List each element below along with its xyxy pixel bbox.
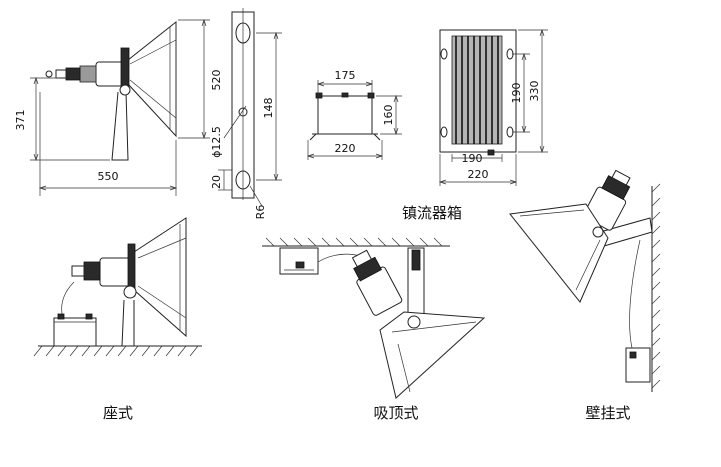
dim-box-base-width: 220 <box>335 142 356 155</box>
dim-box-top-width: 175 <box>335 69 356 82</box>
ballast-frame-front: 175 160 220 <box>306 69 402 160</box>
dim-ballast-inner-height: 190 <box>510 83 523 104</box>
ballast-box-top-view: 330 190 190 220 <box>438 28 548 186</box>
lamp-side-view: 520 371 550 <box>14 18 223 196</box>
dim-ballast-inner-width: 190 <box>462 152 483 165</box>
label-ballast-box: 镇流器箱 <box>402 204 462 222</box>
label-floor-mount: 座式 <box>103 404 133 422</box>
dim-lamp-height: 520 <box>210 70 223 91</box>
dim-ballast-width: 220 <box>468 168 489 181</box>
label-ceiling-mount: 吸顶式 <box>373 404 418 422</box>
dim-lamp-width: 550 <box>98 170 119 183</box>
dim-bracket-end: 20 <box>210 175 223 189</box>
ceiling-mount-view <box>262 237 486 399</box>
dim-bracket-radius: R6 <box>254 205 267 220</box>
floor-mount-view <box>33 217 202 357</box>
label-wall-mount: 壁挂式 <box>585 404 630 422</box>
dim-box-height: 160 <box>382 105 395 126</box>
dim-bracket-length: 148 <box>262 98 275 119</box>
wall-mount-view <box>509 169 661 392</box>
dim-hole-diameter: ϕ12.5 <box>210 126 223 158</box>
dim-pivot-height: 371 <box>14 110 27 131</box>
dim-ballast-height: 330 <box>528 81 541 102</box>
mounting-bracket: 148 ϕ12.5 20 R6 <box>210 8 282 219</box>
